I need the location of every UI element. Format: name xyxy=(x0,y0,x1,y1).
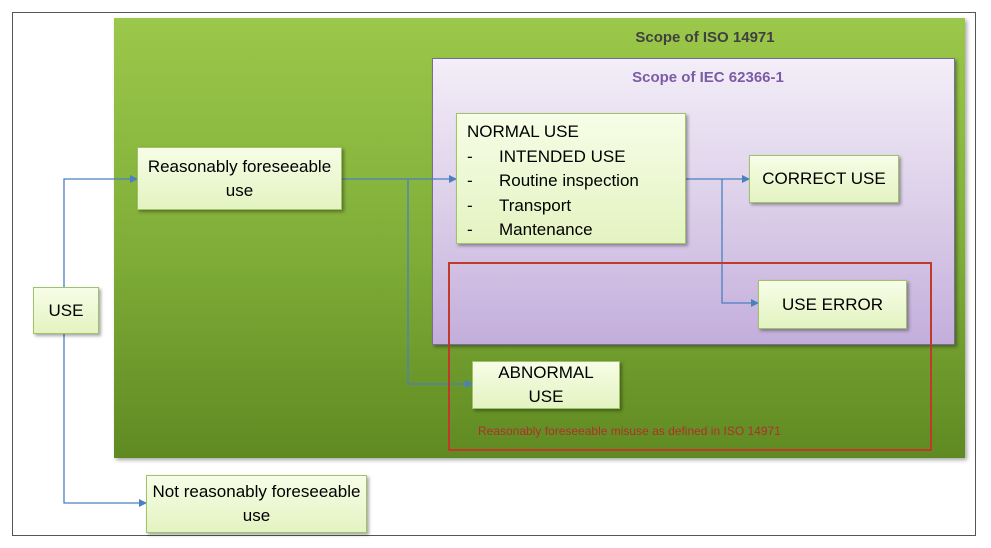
abnormal-use-node: ABNORMAL USE xyxy=(472,361,620,409)
connector-reasonable-to-abnormal xyxy=(407,179,473,388)
normal-use-item: - Mantenance xyxy=(467,218,593,243)
reasonably-foreseeable-use-node: Reasonably foreseeable use xyxy=(137,147,342,210)
normal-use-item: - Routine inspection xyxy=(467,169,639,194)
connector-use-to-not-reasonable xyxy=(63,334,147,507)
use-error-node: USE ERROR xyxy=(758,280,907,329)
normal-use-item-label: Mantenance xyxy=(499,220,593,239)
iso-14971-scope-title: Scope of ISO 14971 xyxy=(635,29,775,46)
bullet-dash: - xyxy=(467,171,473,190)
use-node: USE xyxy=(33,287,99,334)
foreseeable-misuse-label: Reasonably foreseeable misuse as defined… xyxy=(478,424,781,438)
normal-use-item: - Transport xyxy=(467,194,571,219)
bullet-dash: - xyxy=(467,220,473,239)
iec-62366-scope-title: Scope of IEC 62366-1 xyxy=(632,69,784,86)
bullet-dash: - xyxy=(467,146,473,166)
normal-use-title: NORMAL USE xyxy=(467,122,579,141)
normal-use-item-label: Routine inspection xyxy=(499,171,639,190)
normal-use-item: - INTENDED USE xyxy=(467,145,626,170)
not-reasonably-foreseeable-use-node: Not reasonably foreseeable use xyxy=(146,475,367,533)
connector-use-to-reasonable xyxy=(63,175,138,288)
normal-use-item-label: Transport xyxy=(499,195,572,215)
foreseeable-misuse-region xyxy=(448,262,932,451)
normal-use-item-label: INTENDED USE xyxy=(499,146,626,166)
correct-use-node: CORRECT USE xyxy=(749,155,899,203)
connector-normal-to-error xyxy=(721,179,759,307)
bullet-dash: - xyxy=(467,195,473,215)
normal-use-node: NORMAL USE - INTENDED USE - Routine insp… xyxy=(456,113,686,244)
